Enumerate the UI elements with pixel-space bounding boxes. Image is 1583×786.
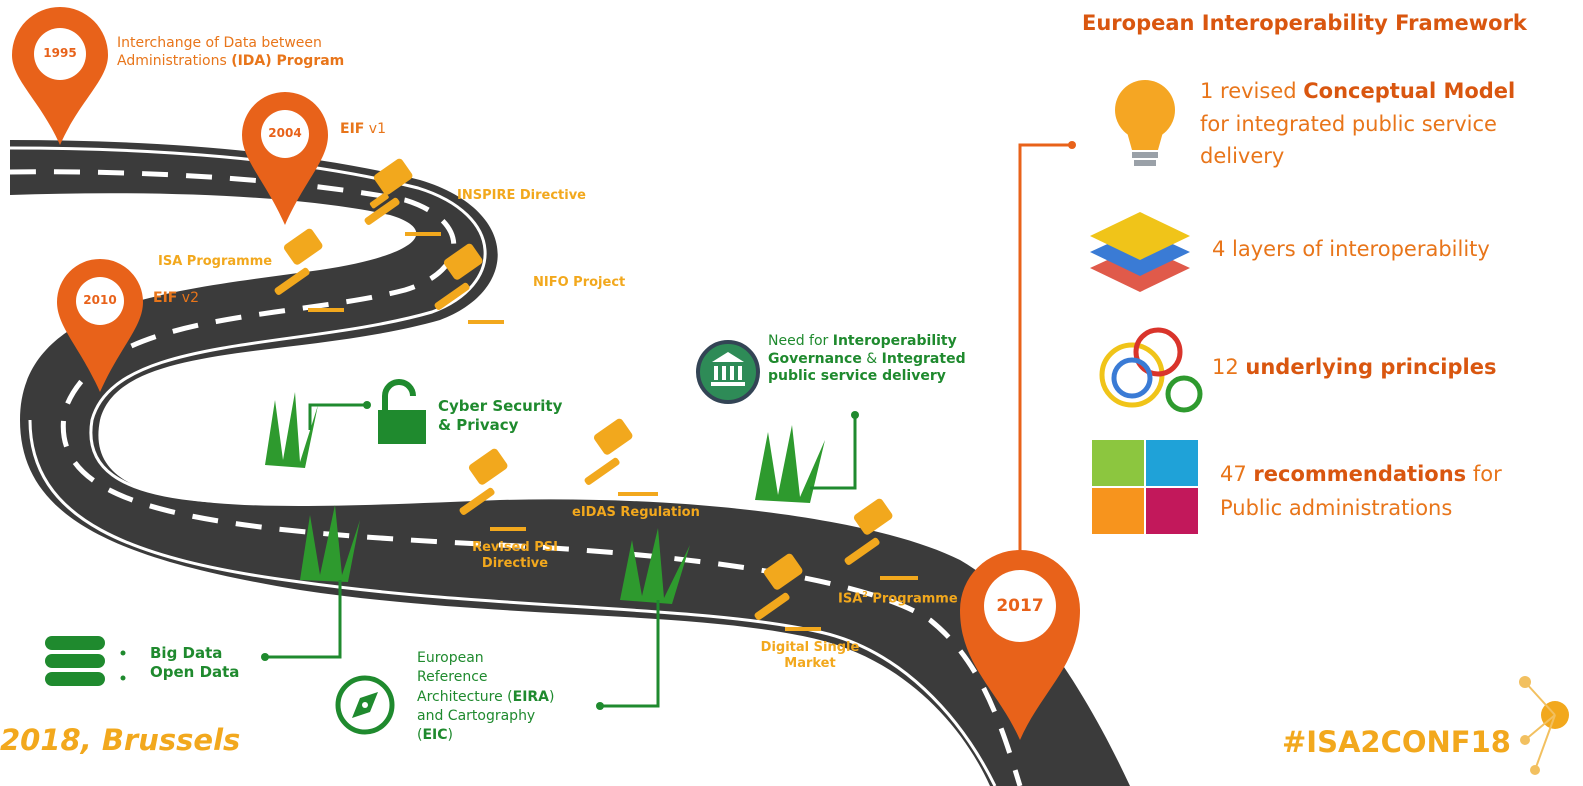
eira-line2: Reference bbox=[417, 669, 488, 686]
eira-line5-bold: EIC bbox=[422, 727, 448, 744]
isa2-suffix: Programme bbox=[867, 591, 958, 607]
cyber-line1: Cyber Security bbox=[438, 397, 563, 415]
connector-eira bbox=[600, 600, 660, 708]
eif-item3-post: for bbox=[1466, 462, 1502, 486]
bullet-icon bbox=[120, 650, 126, 656]
eif-item3-bold: recommendations bbox=[1253, 462, 1467, 486]
cyber-line2: & Privacy bbox=[438, 415, 519, 434]
eira-line1: European bbox=[417, 650, 484, 666]
road-centerline bbox=[9, 169, 1023, 786]
inspire-directive-label: INSPIRE Directive bbox=[457, 188, 587, 203]
isa-programme-label: ISA Programme bbox=[158, 254, 273, 269]
eif-v2-label: EIF v2 bbox=[153, 290, 199, 308]
year-2010: 2010 bbox=[83, 293, 117, 307]
lock-icon bbox=[378, 379, 426, 444]
eif-v1-version: v1 bbox=[364, 121, 386, 137]
eif-item2-pre: 12 bbox=[1212, 355, 1246, 379]
isa2-name: ISA bbox=[838, 591, 863, 607]
eira-line5-open: ( bbox=[417, 727, 423, 744]
gov-bold2: Governance bbox=[768, 350, 862, 367]
eira-line3-end: ) bbox=[549, 688, 555, 705]
connector-governance bbox=[810, 415, 857, 490]
gov-bold1: Interoperability bbox=[832, 333, 957, 349]
big-data-label: Big Data bbox=[150, 644, 223, 662]
eif-item-layers: 4 layers of interoperability bbox=[1212, 234, 1490, 266]
eif-item2-bold: underlying principles bbox=[1245, 355, 1497, 379]
puzzle-icon bbox=[1092, 440, 1198, 534]
eif-v2-name: EIF bbox=[153, 290, 178, 306]
eif-item0-line3: delivery bbox=[1200, 144, 1285, 169]
ida-line2: Administrations bbox=[117, 52, 232, 69]
eif-item-conceptual-model: 1 revised Conceptual Model for integrate… bbox=[1200, 75, 1515, 173]
connector-cyber bbox=[308, 403, 365, 430]
eif-v2-version: v2 bbox=[177, 290, 199, 306]
eif-title: European Interoperability Framework bbox=[1082, 11, 1527, 35]
lightbulb-icon bbox=[1115, 80, 1175, 166]
ida-line2-bold: (IDA) Program bbox=[231, 52, 345, 69]
bank-icon bbox=[696, 340, 760, 404]
eif-item0-pre: 1 revised bbox=[1200, 79, 1304, 103]
eif-item3-line2: Public administrations bbox=[1220, 495, 1453, 520]
gov-prefix: Need for bbox=[768, 333, 833, 349]
psi-line1: Revised PSI bbox=[472, 540, 558, 555]
isa2-sup: 2 bbox=[862, 590, 868, 599]
layers-icon bbox=[1090, 212, 1190, 292]
road-edge-bottom bbox=[28, 419, 997, 786]
footer-location: 2018, Brussels bbox=[0, 723, 241, 757]
eif-item0-line2: for integrated public service bbox=[1200, 111, 1497, 136]
eif-item-recommendations: 47 recommendations for Public administra… bbox=[1220, 458, 1502, 525]
eira-line4: and Cartography bbox=[417, 707, 536, 724]
eif-item1-text: 4 layers of interoperability bbox=[1212, 237, 1490, 261]
governance-label: Need for Interoperability Governance & I… bbox=[768, 333, 966, 386]
cyber-security-label: Cyber Security& Privacy bbox=[438, 397, 562, 435]
psi-line2: Directive bbox=[481, 556, 549, 572]
isa2-programme-label: ISA2 Programme bbox=[838, 590, 958, 608]
gavel-icon bbox=[274, 158, 918, 631]
year-1995: 1995 bbox=[43, 46, 77, 60]
footer-hashtag: #ISA2CONF18 bbox=[1282, 725, 1511, 759]
eira-line5-close: ) bbox=[447, 727, 453, 744]
gov-amp: & bbox=[861, 350, 882, 367]
circles-icon bbox=[1099, 327, 1203, 413]
eif-item0-bold: Conceptual Model bbox=[1303, 79, 1516, 103]
database-icon bbox=[45, 636, 105, 686]
eira-line3: Architecture ( bbox=[417, 688, 513, 705]
connector-data bbox=[265, 580, 342, 659]
gov-bold3: Integrated bbox=[881, 350, 966, 367]
eif-v1-name: EIF bbox=[340, 121, 365, 137]
year-2004: 2004 bbox=[268, 126, 302, 140]
eidas-regulation-label: eIDAS Regulation bbox=[572, 505, 700, 520]
gov-bold4: public service delivery bbox=[768, 368, 946, 384]
dsm-line1: Digital Single bbox=[760, 640, 860, 655]
ida-line1: Interchange of Data between bbox=[117, 35, 322, 51]
eif-v1-label: EIF v1 bbox=[340, 121, 386, 139]
nifo-project-label: NIFO Project bbox=[533, 275, 626, 290]
connector-eif bbox=[1018, 143, 1072, 560]
open-data-label: Open Data bbox=[150, 662, 240, 681]
bullet-icon bbox=[120, 675, 126, 681]
eif-item-principles: 12 underlying principles bbox=[1212, 352, 1496, 384]
eira-line3-bold: EIRA bbox=[512, 688, 550, 705]
grass-icon bbox=[265, 392, 825, 604]
dsm-line2: Market bbox=[784, 656, 836, 672]
eira-label: European Reference Architecture (EIRA) a… bbox=[417, 649, 554, 746]
eif-item3-pre: 47 bbox=[1220, 462, 1254, 486]
ida-program-label: Interchange of Data between Administrati… bbox=[117, 35, 344, 70]
road bbox=[10, 140, 1130, 786]
compass-icon bbox=[335, 675, 395, 735]
network-logo-icon bbox=[1519, 676, 1569, 775]
map-pin-icon bbox=[12, 7, 1080, 740]
year-2017: 2017 bbox=[996, 596, 1044, 616]
